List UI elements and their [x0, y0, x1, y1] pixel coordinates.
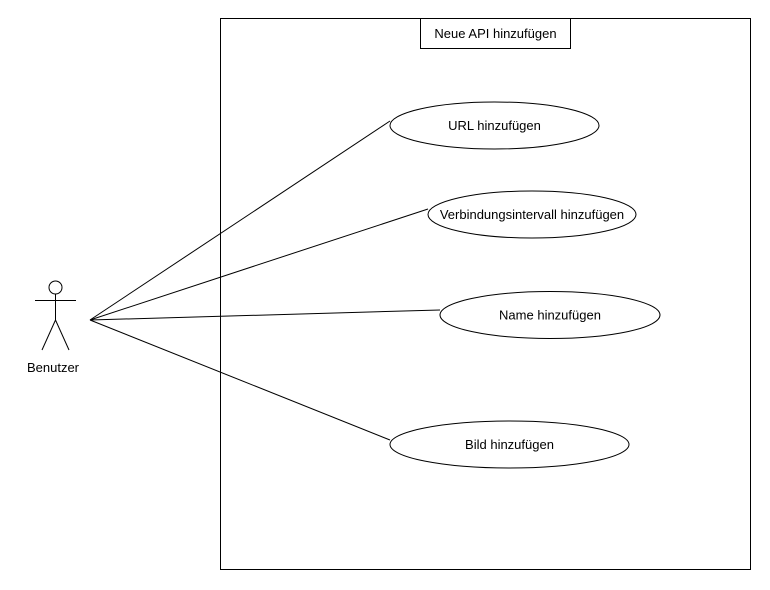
association-url	[89, 120, 391, 321]
associations	[89, 120, 441, 441]
use-case-verbindungsintervall: Verbindungsintervall hinzufügen	[427, 190, 637, 239]
use-case-bild-label: Bild hinzufügen	[465, 437, 554, 452]
use-case-name: Name hinzufügen	[439, 291, 661, 339]
use-case-bild-ellipse	[389, 420, 630, 469]
association-bild	[89, 319, 391, 441]
actor-right-leg	[55, 319, 70, 351]
use-case-verbindungsintervall-ellipse	[427, 190, 637, 239]
actor-benutzer	[35, 280, 76, 351]
actor-left-leg	[41, 319, 56, 351]
use-case-verbindungsintervall-label: Verbindungsintervall hinzufügen	[440, 207, 624, 222]
use-case-url: URL hinzufügen	[389, 101, 600, 150]
use-case-url-ellipse	[389, 101, 600, 150]
use-case-name-ellipse	[439, 291, 661, 339]
actor-head	[48, 280, 63, 295]
use-case-url-label: URL hinzufügen	[448, 118, 541, 133]
use-case-name-label: Name hinzufügen	[499, 308, 601, 323]
system-boundary: Neue API hinzufügen	[220, 18, 751, 570]
system-title: Neue API hinzufügen	[434, 26, 556, 41]
system-title-box	[420, 18, 571, 49]
use-case-bild: Bild hinzufügen	[389, 420, 630, 469]
association-verbindungsintervall	[89, 208, 429, 321]
system-boundary-frame	[220, 18, 751, 570]
actor-label: Benutzer	[27, 360, 80, 375]
association-name	[89, 309, 441, 321]
